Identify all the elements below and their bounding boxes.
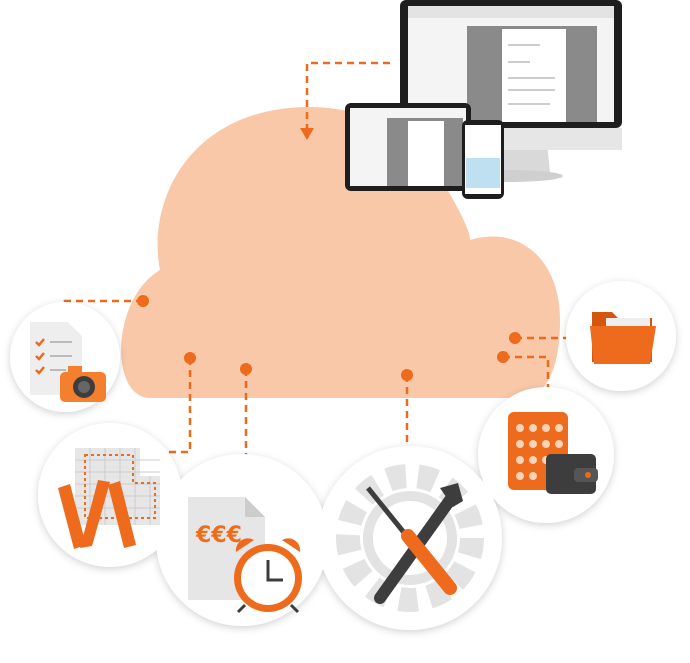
phone-icon (462, 120, 504, 199)
calculator-wallet-icon (508, 412, 598, 494)
connector-lines (63, 61, 570, 466)
ruler-blueprint-icon (58, 448, 160, 549)
tools-gear-icon (336, 464, 484, 612)
invoice-currency-label: €€€ (195, 523, 242, 548)
folder-icon (590, 312, 656, 364)
arrow-down-icon (300, 128, 314, 140)
invoice-clock-icon: €€€ (188, 497, 302, 614)
connector-dots (137, 295, 521, 381)
tablet-icon (345, 103, 471, 191)
cloud-icon (121, 107, 560, 398)
checklist-camera-icon (30, 322, 106, 402)
